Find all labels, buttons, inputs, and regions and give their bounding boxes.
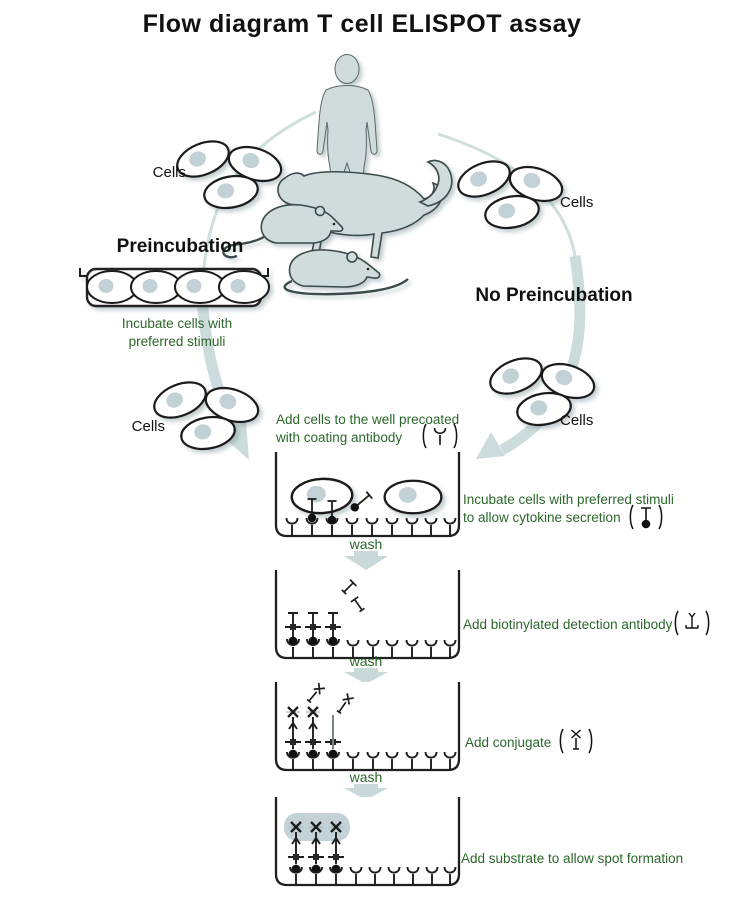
well-1	[274, 452, 461, 538]
well-2	[274, 570, 461, 660]
wash-label: wash	[349, 653, 383, 669]
step2-caption-line2: to allow cytokine secretion	[463, 510, 621, 525]
sandwich-complexes	[284, 612, 342, 659]
preincubation-heading: Preincubation	[117, 236, 244, 257]
well-4	[274, 797, 461, 887]
down-arrow-icon	[344, 556, 388, 570]
wash-step-2: wash	[344, 653, 388, 684]
wash-label: wash	[349, 536, 383, 552]
right-arrowhead	[476, 432, 505, 459]
organism-figures	[222, 54, 453, 296]
down-arrow-icon	[344, 672, 388, 684]
cell-cluster-top-left	[172, 135, 285, 212]
step2-caption-line1: Incubate cells with preferred stimuli	[463, 492, 674, 507]
step3-caption: Add biotinylated detection antibody	[463, 617, 673, 632]
well-3	[274, 682, 461, 772]
cells-label-bottom-left: Cells	[132, 418, 165, 435]
down-arrow-icon	[344, 788, 388, 800]
left-branch: Cells Preincubation Incubate cells with …	[79, 135, 285, 453]
cells-label-bottom-right: Cells	[560, 412, 593, 429]
secreted-cytokine-icon	[629, 504, 663, 530]
conjugate-complex-icon	[325, 715, 341, 770]
tray-cells	[86, 270, 270, 304]
wash-step-3: wash	[344, 769, 388, 800]
mouse-icon	[283, 249, 409, 296]
step4-caption: Add conjugate	[465, 735, 551, 750]
preincubation-caption-line1: Incubate cells with	[122, 316, 232, 331]
step1-caption-line1: Add cells to the well precoated	[276, 412, 459, 427]
preincubation-caption-line2: preferred stimuli	[129, 334, 226, 349]
wash-step-1: wash	[344, 536, 388, 570]
left-arrowhead	[221, 420, 249, 460]
biotinylated-detection-antibody-icon	[674, 610, 710, 636]
conjugate-complexes	[283, 682, 355, 772]
preincubation-tray	[79, 267, 270, 308]
conjugate-icon	[559, 728, 593, 754]
step1-caption-line2: with coating antibody	[275, 430, 402, 445]
step5-caption: Add substrate to allow spot formation	[461, 851, 683, 866]
cells-label-top-right: Cells	[560, 194, 593, 211]
right-branch: Cells No Preincubation Cells	[453, 155, 633, 429]
no-preincubation-heading: No Preincubation	[475, 285, 632, 306]
rat-icon	[222, 203, 344, 259]
wash-label: wash	[349, 769, 383, 785]
coating-antibody-icon	[422, 423, 458, 449]
page-title: Flow diagram T cell ELISPOT assay	[143, 10, 582, 38]
cells-label-top-left: Cells	[153, 164, 186, 181]
